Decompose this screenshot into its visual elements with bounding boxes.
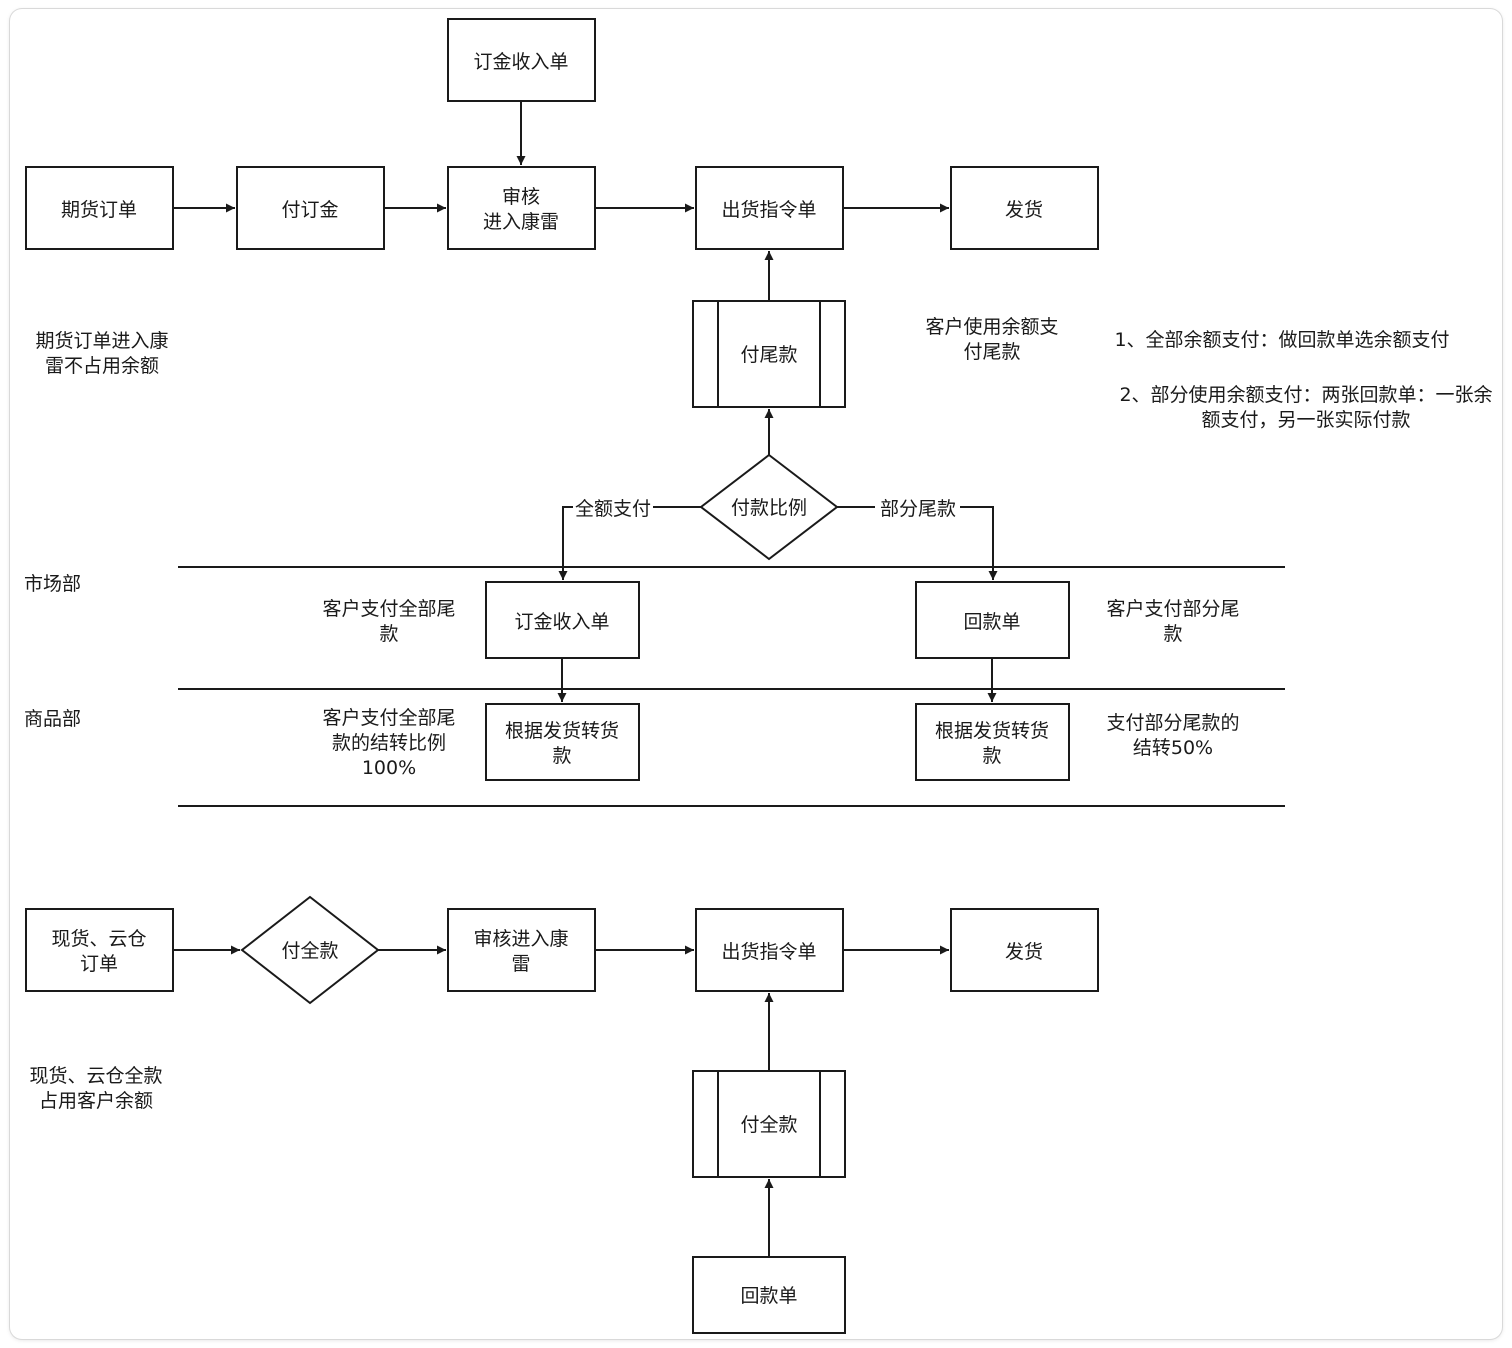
- node-label: 期货订单: [61, 199, 137, 221]
- node-deposit-receipt-top[interactable]: 订金收入单: [447, 18, 596, 102]
- edge-full-left-b: [558, 506, 573, 580]
- note-futures-line2: 雷不占用余额: [45, 355, 159, 377]
- node-label-line1: 根据发货转货: [505, 720, 619, 742]
- node-spot-order[interactable]: 现货、云仓 订单: [25, 908, 174, 992]
- note-rule-2-line1: 2、部分使用余额支付：两张回款单：一张余: [1119, 384, 1492, 406]
- node-transfer-full[interactable]: 根据发货转货 款: [485, 703, 640, 781]
- node-label: 订金收入单: [473, 51, 568, 73]
- node-label: 付全款: [281, 940, 338, 962]
- node-payment-receipt-2[interactable]: 回款单: [692, 1256, 846, 1334]
- edge-label-partial-balance: 部分尾款: [880, 498, 956, 520]
- decision-pay-full[interactable]: 付全款: [240, 895, 380, 1005]
- lane-label-market: 市场部: [24, 573, 81, 595]
- lane-label-product: 商品部: [24, 708, 81, 730]
- edge-partial-right-b: [960, 506, 998, 580]
- edge-label-full-pay: 全额支付: [575, 498, 651, 520]
- node-label: 付款比例: [731, 497, 807, 519]
- node-lane-deposit-receipt[interactable]: 订金收入单: [485, 581, 640, 659]
- node-label: 回款单: [740, 1285, 797, 1307]
- note-spot-line1: 现货、云仓全款: [29, 1065, 162, 1087]
- node-label: 发货: [1005, 941, 1043, 963]
- note-pay-part-line1: 客户支付部分尾: [1106, 598, 1239, 620]
- node-shipping-order[interactable]: 出货指令单: [695, 166, 844, 250]
- note-ratio-part-line1: 支付部分尾款的: [1106, 712, 1239, 734]
- node-label-line1: 审核进入康: [473, 928, 568, 950]
- node-transfer-partial[interactable]: 根据发货转货 款: [915, 703, 1070, 781]
- node-label: 出货指令单: [721, 941, 816, 963]
- node-label: 付订金: [281, 199, 338, 221]
- node-label-line2: 订单: [80, 953, 118, 975]
- node-label-line2: 雷: [511, 953, 530, 975]
- note-spot-line2: 占用客户余额: [39, 1090, 153, 1112]
- note-pay-all-line1: 客户支付全部尾: [322, 598, 455, 620]
- node-label: 出货指令单: [721, 199, 816, 221]
- node-label-line1: 根据发货转货: [935, 720, 1049, 742]
- note-customer-balance-line2: 付尾款: [963, 341, 1020, 363]
- node-label: 订金收入单: [514, 611, 609, 633]
- node-label-line2: 进入康雷: [483, 211, 559, 233]
- note-ratio-part-line2: 结转50%: [1133, 737, 1213, 759]
- node-label-line2: 款: [982, 745, 1001, 767]
- decision-payment-ratio[interactable]: 付款比例: [699, 453, 839, 561]
- node-pay-balance[interactable]: 付尾款: [692, 300, 846, 408]
- note-rule-2-line2: 额支付，另一张实际付款: [1201, 409, 1410, 431]
- note-pay-part-line2: 款: [1163, 623, 1182, 645]
- note-pay-all-line2: 款: [379, 623, 398, 645]
- note-customer-balance-line1: 客户使用余额支: [925, 316, 1058, 338]
- node-label-line1: 审核: [502, 186, 540, 208]
- node-ship-2[interactable]: 发货: [950, 908, 1099, 992]
- node-review-enter-kanglei[interactable]: 审核 进入康雷: [447, 166, 596, 250]
- node-label: 付全款: [740, 1114, 797, 1136]
- node-label: 发货: [1005, 199, 1043, 221]
- node-label: 回款单: [963, 611, 1020, 633]
- note-ratio-all-line2: 款的结转比例: [332, 732, 446, 754]
- node-ship[interactable]: 发货: [950, 166, 1099, 250]
- note-ratio-all-line3: 100%: [362, 757, 416, 779]
- note-ratio-all-line1: 客户支付全部尾: [322, 707, 455, 729]
- node-lane-payment-receipt[interactable]: 回款单: [915, 581, 1070, 659]
- node-shipping-order-2[interactable]: 出货指令单: [695, 908, 844, 992]
- note-futures-line1: 期货订单进入康: [35, 330, 168, 352]
- node-label-line2: 款: [552, 745, 571, 767]
- node-pay-deposit[interactable]: 付订金: [236, 166, 385, 250]
- node-label: 付尾款: [740, 344, 797, 366]
- node-pay-full-process[interactable]: 付全款: [692, 1070, 846, 1178]
- node-futures-order[interactable]: 期货订单: [25, 166, 174, 250]
- node-review-enter-kanglei-2[interactable]: 审核进入康 雷: [447, 908, 596, 992]
- node-label-line1: 现货、云仓: [51, 928, 146, 950]
- note-rule-1: 1、全部余额支付：做回款单选余额支付: [1114, 329, 1449, 351]
